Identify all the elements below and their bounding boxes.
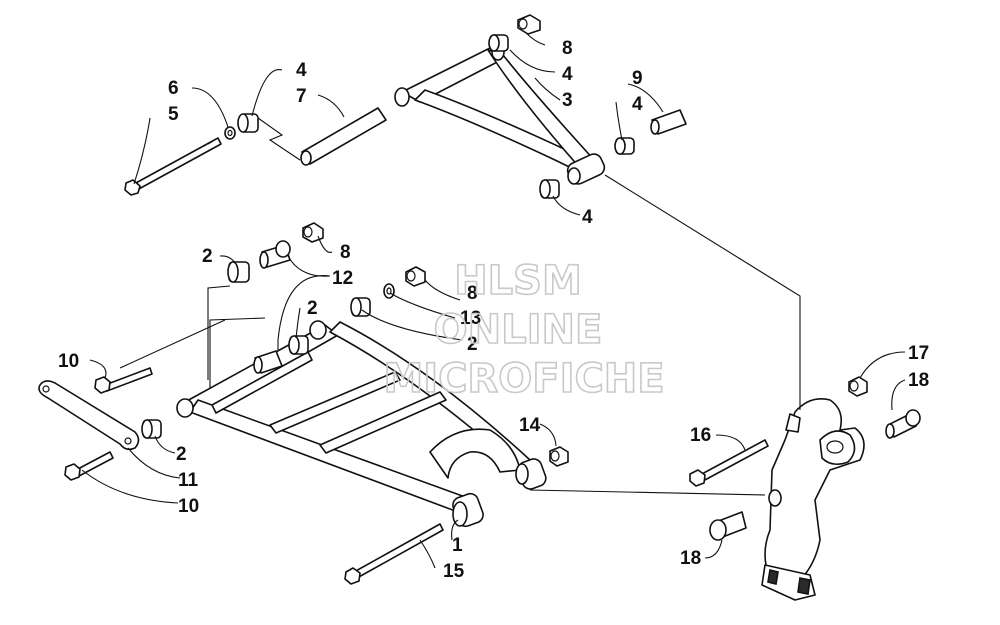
callout-5: 5	[168, 104, 179, 125]
callout-2: 2	[176, 444, 187, 465]
spindle-bolt-16	[689, 439, 769, 487]
watermark: HLSM ONLINE MICROFICHE	[383, 257, 666, 403]
spindle-group	[689, 376, 921, 601]
spindle-bolt-18b	[709, 511, 747, 541]
callout-10: 10	[58, 351, 79, 372]
callout-4: 4	[562, 64, 573, 85]
lower-bushing-2b	[288, 335, 309, 355]
upper-sleeve-7	[300, 107, 387, 166]
upper-bushing-4c	[614, 137, 635, 155]
callout-4: 4	[296, 60, 307, 81]
lower-nut-8a	[302, 222, 324, 243]
spindle-bolt-18a	[885, 409, 921, 439]
upper-bushing-4b	[237, 113, 259, 133]
callout-9: 9	[632, 68, 643, 89]
callout-10: 10	[178, 496, 199, 517]
callout-4: 4	[582, 207, 593, 228]
callout-1: 1	[452, 535, 463, 556]
spindle-nut-17	[848, 376, 868, 397]
upper-a-arm	[394, 43, 606, 185]
upper-a-arm-group	[124, 14, 687, 199]
leader-lines	[81, 31, 906, 569]
callout-7: 7	[296, 86, 307, 107]
callout-2: 2	[202, 246, 213, 267]
lower-sleeve-12b	[253, 350, 283, 374]
lower-bushing-2c	[350, 297, 371, 317]
callout-18: 18	[908, 370, 929, 391]
upper-bushing-4a	[488, 34, 509, 52]
stabilizer-link-11	[38, 380, 140, 451]
callout-2: 2	[307, 298, 318, 319]
lower-bushing-2a	[227, 261, 250, 283]
lower-sleeve-12	[259, 240, 291, 269]
callout-8: 8	[467, 283, 478, 304]
watermark-line-3: MICROFICHE	[383, 356, 664, 402]
callout-8: 8	[340, 242, 351, 263]
lower-bolt-15	[344, 523, 444, 585]
lower-nut-8b	[405, 266, 426, 287]
upper-bolt-5	[124, 137, 222, 196]
lower-washer-13	[383, 283, 395, 299]
lower-nut-14	[549, 446, 569, 467]
upper-nut-8	[517, 14, 541, 35]
callout-14: 14	[519, 415, 541, 436]
callout-16: 16	[690, 425, 711, 446]
callout-4: 4	[632, 94, 643, 115]
steering-knuckle	[761, 398, 865, 601]
callout-18: 18	[680, 548, 701, 569]
upper-sleeve-9	[650, 109, 687, 135]
upper-washer-6	[224, 126, 236, 140]
callout-8: 8	[562, 38, 573, 59]
callout-3: 3	[562, 90, 573, 111]
lower-a-arm-group	[38, 222, 569, 585]
upper-bushing-4d	[539, 179, 560, 199]
callout-13: 13	[460, 308, 481, 329]
callout-2: 2	[467, 334, 478, 355]
callout-6: 6	[168, 78, 179, 99]
callout-numbers: 8 4 3 4 7 6 5 9 4 4 2 8 12 2 8 13 2 10 2…	[58, 38, 929, 582]
callout-12: 12	[332, 268, 353, 289]
callout-11: 11	[178, 470, 199, 491]
callout-17: 17	[908, 343, 929, 364]
callout-15: 15	[443, 561, 465, 582]
lower-bolt-10b	[64, 451, 114, 481]
watermark-line-2: ONLINE	[434, 307, 603, 353]
lower-bolt-10a	[94, 367, 153, 394]
lower-bushing-2d	[141, 419, 162, 439]
watermark-line-1: HLSM	[454, 258, 582, 304]
